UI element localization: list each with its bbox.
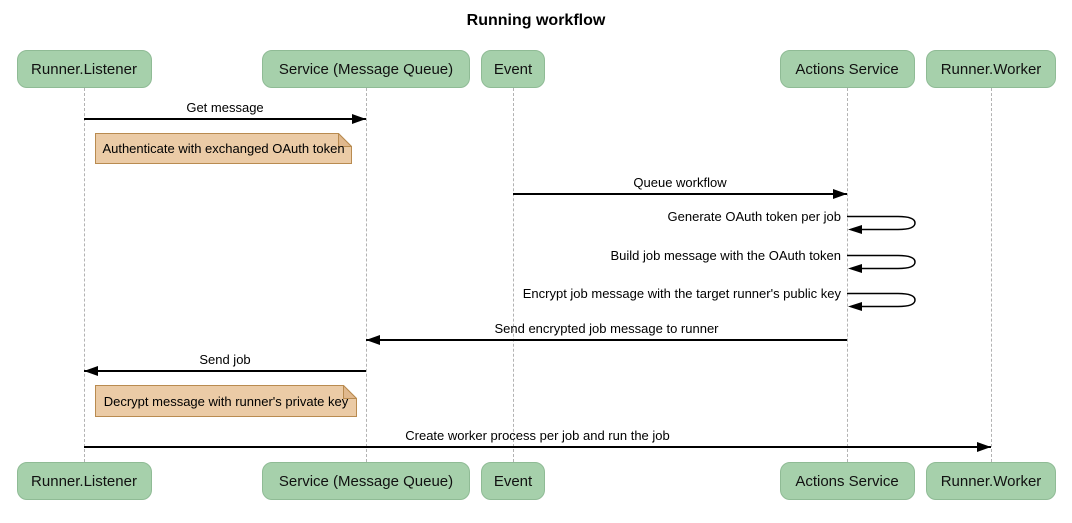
self-message-label: Generate OAuth token per job	[667, 209, 841, 224]
message-label: Send encrypted job message to runner	[494, 321, 719, 336]
actor-top-actions-service: Actions Service	[779, 50, 915, 88]
actor-bottom-runner-listener: Runner.Listener	[16, 462, 152, 500]
self-message-loop	[847, 292, 919, 313]
lifeline-runner-worker	[990, 88, 992, 462]
message-line	[84, 446, 991, 448]
note-fold	[343, 384, 358, 399]
self-message-loop	[847, 215, 919, 236]
message-label: Create worker process per job and run th…	[405, 428, 670, 443]
actor-bottom-actions-service: Actions Service	[779, 462, 915, 500]
self-message-label: Build job message with the OAuth token	[610, 248, 841, 263]
actor-top-runner-worker: Runner.Worker	[926, 50, 1056, 88]
message-arrowhead	[977, 442, 991, 452]
message-line	[84, 118, 366, 120]
note-shape	[95, 384, 358, 417]
note	[95, 132, 353, 164]
lifeline-event	[512, 88, 514, 462]
message-arrowhead	[352, 114, 366, 124]
message-line	[513, 193, 847, 195]
message-label: Queue workflow	[633, 175, 727, 190]
note-fold	[338, 132, 353, 147]
message-line	[366, 339, 847, 341]
actor-top-service-message-queue: Service (Message Queue)	[262, 50, 470, 88]
actor-top-runner-listener: Runner.Listener	[16, 50, 152, 88]
message-arrowhead	[84, 366, 98, 376]
message-label: Send job	[199, 352, 251, 367]
message-label: Get message	[186, 100, 264, 115]
actor-bottom-service-message-queue: Service (Message Queue)	[262, 462, 470, 500]
lifeline-service-message-queue	[365, 88, 367, 462]
actor-bottom-event: Event	[481, 462, 545, 500]
lifeline-runner-listener	[83, 88, 85, 462]
actor-top-event: Event	[481, 50, 545, 88]
note	[95, 384, 358, 417]
actor-bottom-runner-worker: Runner.Worker	[926, 462, 1056, 500]
note-text: Decrypt message with runner's private ke…	[103, 393, 349, 409]
message-arrowhead	[366, 335, 380, 345]
note-text: Authenticate with exchanged OAuth token	[102, 141, 345, 156]
self-message-loop	[847, 254, 919, 275]
lifeline-actions-service	[846, 88, 848, 462]
message-arrowhead	[833, 189, 847, 199]
self-message-label: Encrypt job message with the target runn…	[522, 286, 841, 301]
diagram-title: Running workflow	[466, 12, 606, 29]
message-line	[84, 370, 366, 372]
note-shape	[95, 132, 353, 164]
